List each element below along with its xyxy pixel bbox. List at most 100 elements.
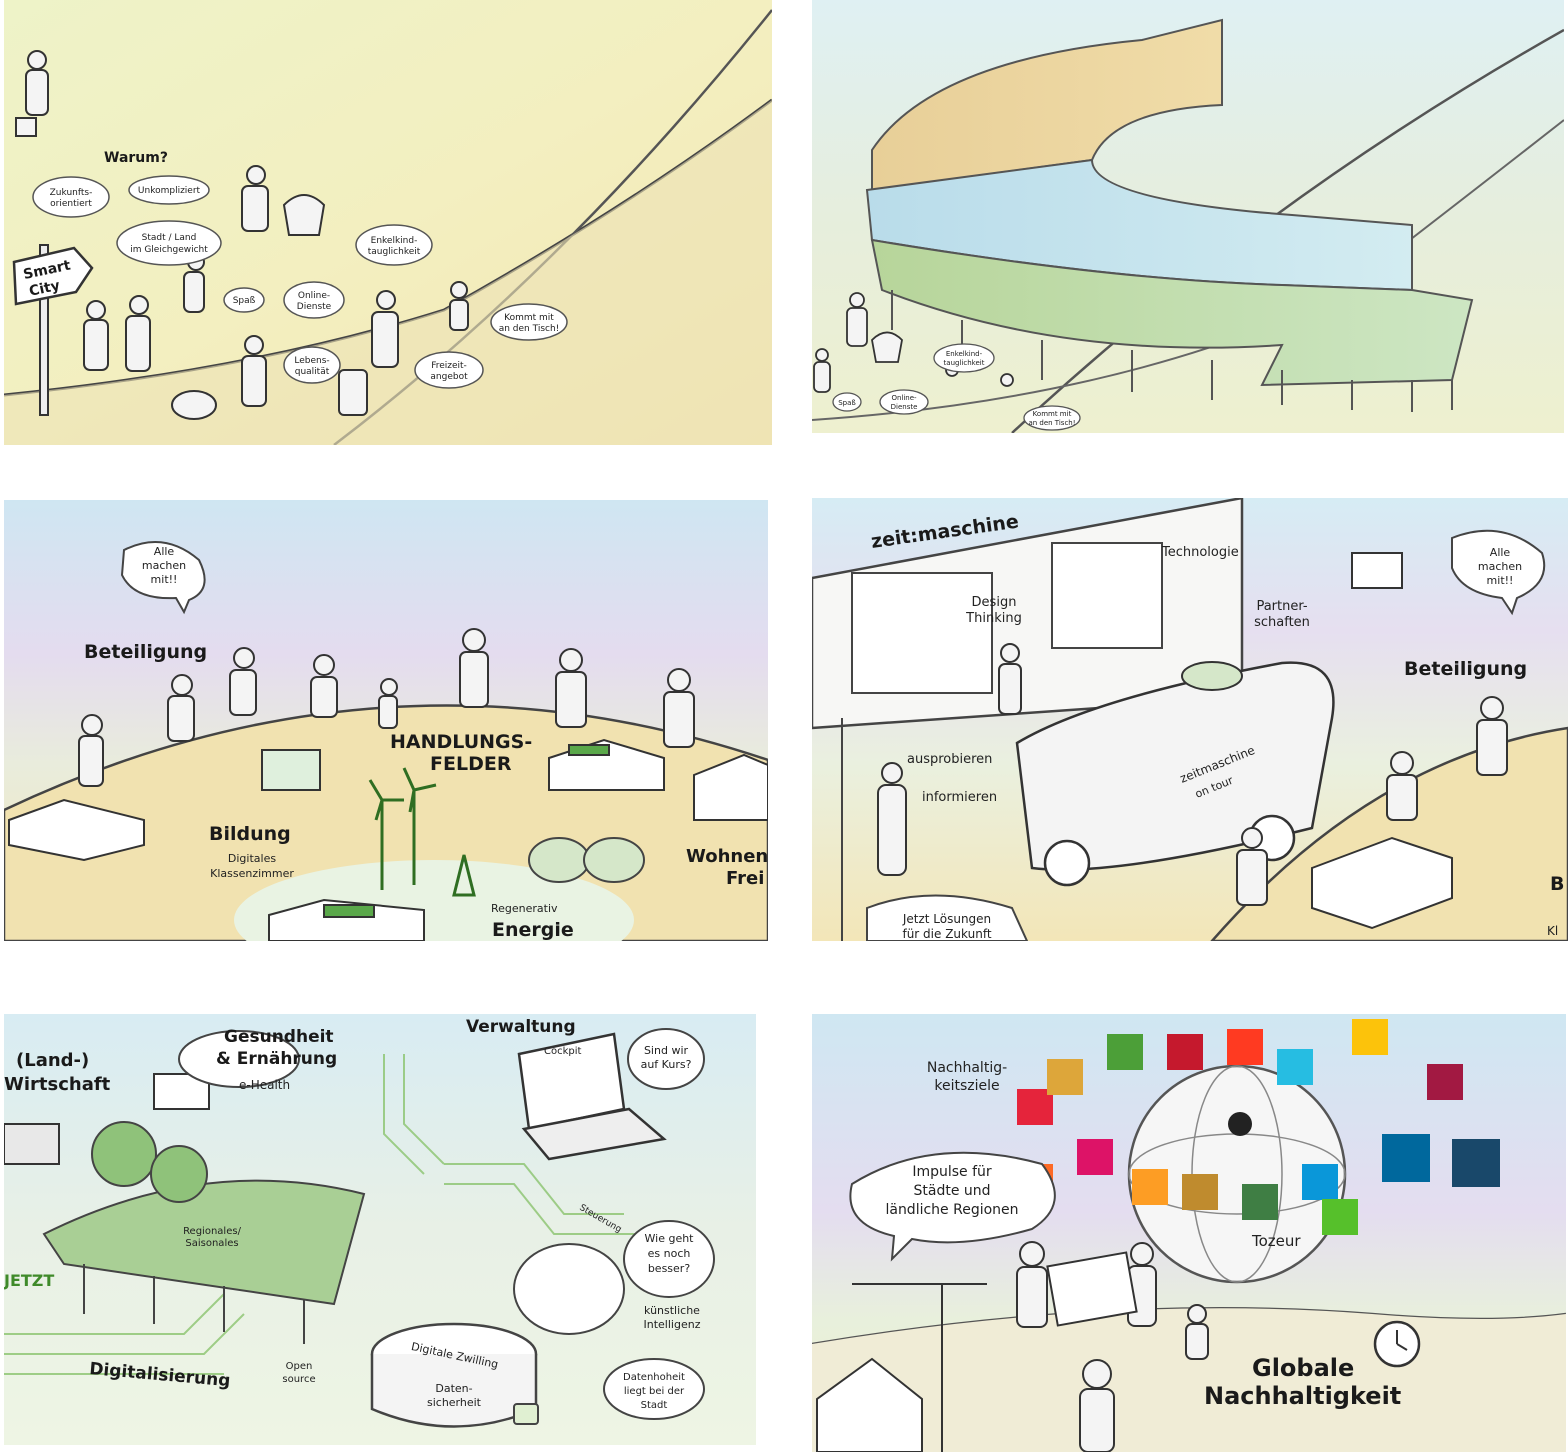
label-gesundheit-2: & Ernährung xyxy=(216,1049,337,1069)
label-daten-2: sicherheit xyxy=(427,1396,482,1409)
speech-text: mit!! xyxy=(151,573,178,586)
label-handlungsfelder-2: FELDER xyxy=(430,753,512,775)
circuit-lines xyxy=(4,1054,644,1375)
solutions-line-2: für die Zukunft xyxy=(902,927,991,941)
speech-text: machen xyxy=(142,559,186,572)
bubble-text: orientiert xyxy=(50,199,92,209)
bubble-text: Dienste xyxy=(297,302,332,312)
small-people xyxy=(813,292,1014,393)
signpost-arrow xyxy=(12,246,94,306)
besser-line-1: Wie geht xyxy=(645,1232,695,1245)
label-tozeur: Tozeur xyxy=(1251,1232,1301,1250)
people xyxy=(1016,1241,1209,1452)
solutions-line-1: Jetzt Lösungen xyxy=(902,912,991,926)
panel-warum: Smart City Warum? Zukunfts- orientiert U… xyxy=(4,0,772,445)
label-jetzt: JETZT xyxy=(4,1271,54,1290)
sdg-tile xyxy=(1382,1134,1430,1182)
sdg-tile xyxy=(1452,1139,1500,1187)
sdg-tile xyxy=(1227,1029,1263,1065)
label-globale: Globale xyxy=(1252,1354,1354,1382)
sdg-tile xyxy=(1047,1059,1083,1095)
bubble-text: tauglichkeit xyxy=(944,359,985,367)
label-energie: Energie xyxy=(492,919,574,941)
participants xyxy=(78,628,695,787)
people-group xyxy=(15,50,469,420)
biogas-domes xyxy=(528,837,645,883)
bubble-text: qualität xyxy=(295,367,330,377)
tractor xyxy=(4,1123,60,1165)
sdg-tile xyxy=(1077,1139,1113,1175)
lock-icon xyxy=(513,1403,539,1425)
sdg-tile xyxy=(1242,1184,1278,1220)
sdg-tile xyxy=(1322,1199,1358,1235)
kurs-line-1: Sind wir xyxy=(644,1044,689,1057)
sdg-tile xyxy=(1427,1064,1463,1100)
label-regenerativ: Regenerativ xyxy=(491,902,558,915)
farm-plateau xyxy=(42,1179,366,1306)
label-open-2: source xyxy=(282,1374,315,1385)
label-informieren: informieren xyxy=(922,790,997,805)
panel-table-ribbon: Enkelkind- tauglichkeit Online- Dienste … xyxy=(812,0,1564,433)
label-land-1: (Land-) xyxy=(16,1050,89,1071)
signpost-pole xyxy=(39,244,49,416)
panel-digitalisierung-illustration: (Land-) Wirtschaft Gesundheit & Ernährun… xyxy=(4,1014,756,1445)
label-partner-2: schaften xyxy=(1254,615,1310,630)
panel-nachhaltigkeit-illustration: Impulse für Städte und ländliche Regione… xyxy=(812,1014,1566,1452)
panel-zeitmaschine: zeit:maschine zeitmaschine on tour Alle … xyxy=(812,498,1568,941)
table-top-tan xyxy=(871,18,1223,192)
bubble-text: Spaß xyxy=(233,296,256,306)
sdg-tile xyxy=(1277,1049,1313,1085)
label-open-1: Open xyxy=(286,1361,313,1372)
bubble-text: im Gleichgewicht xyxy=(130,245,208,255)
speech-bubble xyxy=(1451,529,1546,616)
hoheit-line-3: Stadt xyxy=(641,1400,668,1411)
label-nachhaltig-2: keitsziele xyxy=(934,1078,999,1094)
sdg-tile xyxy=(1302,1164,1338,1200)
tour-bus xyxy=(1015,661,1335,871)
bubble-text: Stadt / Land xyxy=(142,233,197,243)
speech-bubble xyxy=(120,541,206,615)
sdg-tile xyxy=(1107,1034,1143,1070)
label-daten-1: Daten- xyxy=(435,1382,472,1395)
label-nachhaltig-1: Nachhaltig- xyxy=(927,1060,1007,1076)
kurs-line-2: auf Kurs? xyxy=(641,1058,692,1071)
label-partner-1: Partner- xyxy=(1256,599,1307,614)
label-gesundheit-1: Gesundheit xyxy=(224,1027,334,1047)
construction xyxy=(816,1283,987,1452)
bubble-text: Spaß xyxy=(838,399,856,407)
bubble-text: Zukunfts- xyxy=(50,188,93,198)
bubble-text: an den Tisch! xyxy=(1028,419,1075,427)
bubble-text: Enkelkind- xyxy=(371,236,418,246)
bubble-text: Lebens- xyxy=(294,356,329,366)
hoheit-line-2: liegt bei der xyxy=(624,1386,685,1397)
label-beteiligung: Beteiligung xyxy=(84,641,207,663)
panel-nachhaltigkeit: Impulse für Städte und ländliche Regione… xyxy=(812,1014,1566,1452)
bubble-text: Online- xyxy=(891,394,917,402)
bubble-text: Kommt mit xyxy=(1033,410,1072,418)
besser-line-3: besser? xyxy=(648,1262,691,1275)
speech-text: machen xyxy=(1478,560,1522,573)
panel-table-ribbon-illustration: Enkelkind- tauglichkeit Online- Dienste … xyxy=(812,0,1564,433)
bubble-text: Dienste xyxy=(891,403,918,411)
bubble-text: Unkompliziert xyxy=(138,186,201,196)
speech-text: Alle xyxy=(1490,546,1511,559)
people xyxy=(877,643,1508,906)
label-thinking: Thinking xyxy=(965,611,1022,626)
impulse-line-1: Impulse für xyxy=(912,1164,992,1180)
bubble-text: tauglichkeit xyxy=(368,247,421,257)
label-regional-2: Saisonales xyxy=(185,1238,238,1249)
impulse-line-3: ländliche Regionen xyxy=(885,1202,1018,1218)
bubble-text: Freizeit- xyxy=(431,361,467,371)
label-bildung: Bildung xyxy=(209,823,291,845)
label-ki-2: Intelligenz xyxy=(644,1318,701,1331)
trees xyxy=(91,1121,208,1203)
label-wohnen-2: Frei xyxy=(726,868,764,889)
sign-line-2: City xyxy=(28,278,62,300)
label-design: Design xyxy=(972,595,1017,610)
sdg-tile xyxy=(1132,1169,1168,1205)
label-ehealth: e-Health xyxy=(239,1078,290,1092)
panel-handlungsfelder-illustration: Alle machen mit!! Beteiligung HANDLUNGS-… xyxy=(4,500,768,941)
globe-logo xyxy=(1228,1112,1252,1136)
panel-handlungsfelder: Alle machen mit!! Beteiligung HANDLUNGS-… xyxy=(4,500,768,941)
speech-text: Alle xyxy=(154,545,175,558)
